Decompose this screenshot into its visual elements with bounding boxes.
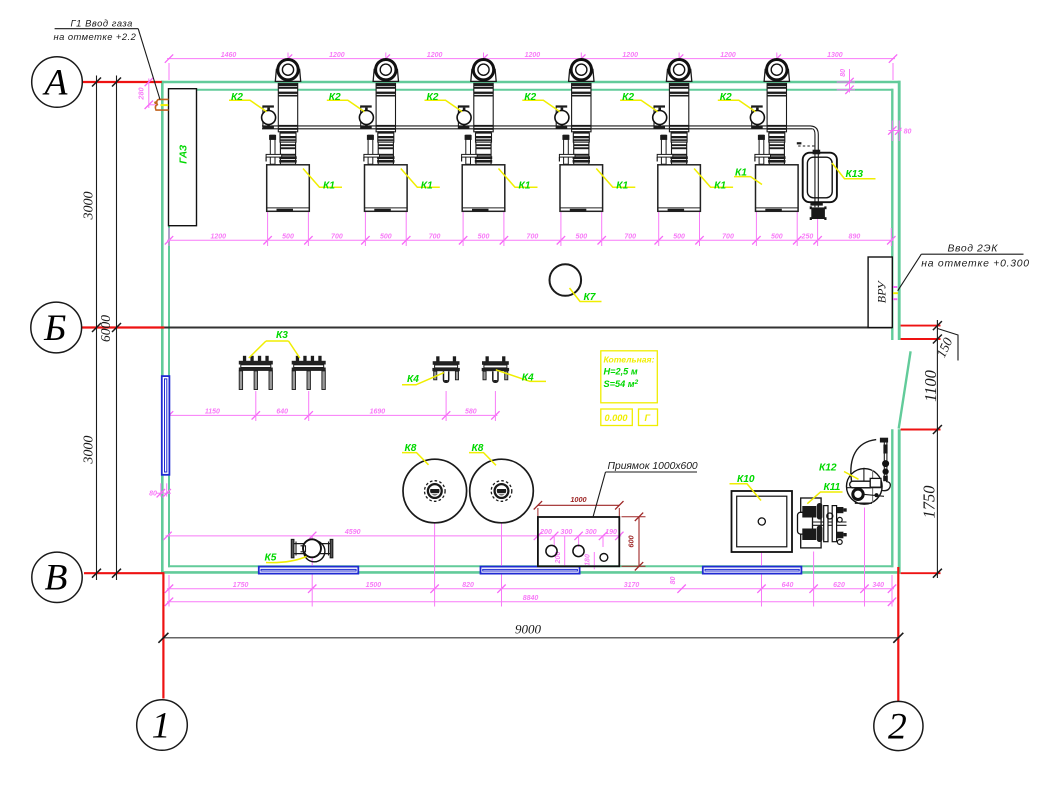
svg-text:К8: К8 <box>405 443 417 454</box>
svg-text:К2: К2 <box>720 92 732 103</box>
svg-text:Б: Б <box>43 308 66 349</box>
svg-text:К1: К1 <box>616 180 628 191</box>
svg-text:1500: 1500 <box>366 582 382 589</box>
svg-text:6000: 6000 <box>98 315 113 342</box>
svg-text:600: 600 <box>627 535 636 547</box>
svg-text:К4: К4 <box>407 374 419 385</box>
svg-text:640: 640 <box>276 409 288 416</box>
svg-text:500: 500 <box>575 234 587 241</box>
svg-text:80: 80 <box>670 577 677 585</box>
svg-text:700: 700 <box>722 234 734 241</box>
svg-text:2: 2 <box>888 706 907 747</box>
svg-text:А: А <box>42 62 69 103</box>
svg-text:К2: К2 <box>622 92 634 103</box>
svg-text:300: 300 <box>561 529 573 536</box>
svg-text:4590: 4590 <box>344 529 361 536</box>
svg-text:620: 620 <box>833 582 845 589</box>
svg-text:3170: 3170 <box>624 582 640 589</box>
svg-text:250: 250 <box>801 234 814 241</box>
svg-text:700: 700 <box>331 234 343 241</box>
svg-text:1750: 1750 <box>920 485 939 519</box>
svg-text:Котельная:: Котельная: <box>604 355 655 365</box>
svg-text:на отметке +0.300: на отметке +0.300 <box>921 258 1030 269</box>
svg-text:1100: 1100 <box>921 369 940 402</box>
svg-text:Н=2,5 м: Н=2,5 м <box>604 367 638 377</box>
svg-text:1200: 1200 <box>427 52 443 59</box>
svg-text:1460: 1460 <box>221 52 237 59</box>
svg-text:К2: К2 <box>427 92 439 103</box>
svg-text:280: 280 <box>137 87 146 100</box>
svg-text:К7: К7 <box>584 292 597 303</box>
svg-text:ГАЗ: ГАЗ <box>179 144 190 163</box>
svg-text:580: 580 <box>465 409 477 416</box>
svg-text:1690: 1690 <box>370 409 386 416</box>
svg-text:9000: 9000 <box>515 622 542 637</box>
svg-text:К3: К3 <box>276 330 288 341</box>
svg-text:200: 200 <box>539 529 552 536</box>
svg-text:80: 80 <box>840 69 847 77</box>
svg-text:К2: К2 <box>329 92 341 103</box>
svg-text:К1: К1 <box>421 180 433 191</box>
svg-text:80: 80 <box>904 129 912 136</box>
svg-text:ВРУ: ВРУ <box>874 279 888 303</box>
svg-text:К1: К1 <box>323 180 335 191</box>
svg-text:700: 700 <box>624 234 636 241</box>
svg-text:К1: К1 <box>519 180 531 191</box>
svg-text:700: 700 <box>429 234 441 241</box>
svg-text:К13: К13 <box>846 169 864 180</box>
svg-text:8840: 8840 <box>523 595 539 602</box>
svg-text:1750: 1750 <box>233 582 249 589</box>
svg-text:1150: 1150 <box>205 409 220 416</box>
svg-text:0.000: 0.000 <box>605 413 629 423</box>
svg-text:К8: К8 <box>472 443 484 454</box>
svg-text:1300: 1300 <box>827 52 843 59</box>
svg-text:1200: 1200 <box>622 52 638 59</box>
svg-text:640: 640 <box>782 582 794 589</box>
svg-text:1000: 1000 <box>570 495 586 504</box>
svg-text:К12: К12 <box>819 463 837 474</box>
svg-text:К2: К2 <box>524 92 536 103</box>
svg-text:К11: К11 <box>824 482 841 493</box>
svg-text:340: 340 <box>872 582 884 589</box>
svg-text:190: 190 <box>605 529 617 536</box>
svg-text:1200: 1200 <box>720 52 736 59</box>
svg-text:1200: 1200 <box>525 52 541 59</box>
svg-text:К2: К2 <box>231 92 243 103</box>
svg-text:500: 500 <box>478 234 490 241</box>
svg-text:3000: 3000 <box>81 436 96 465</box>
svg-text:890: 890 <box>849 234 861 241</box>
svg-text:К1: К1 <box>735 167 747 178</box>
svg-text:500: 500 <box>673 234 685 241</box>
svg-text:500: 500 <box>380 234 392 241</box>
svg-text:500: 500 <box>282 234 294 241</box>
svg-text:К1: К1 <box>714 180 726 191</box>
svg-text:1200: 1200 <box>329 52 345 59</box>
svg-text:К10: К10 <box>737 474 755 485</box>
svg-text:300: 300 <box>585 529 597 536</box>
svg-text:Ввод 2ЭК: Ввод 2ЭК <box>948 244 999 255</box>
svg-text:1: 1 <box>152 705 171 746</box>
svg-text:на отметке +2.2: на отметке +2.2 <box>54 31 137 42</box>
svg-text:К4: К4 <box>522 373 534 384</box>
svg-text:S=54 м2: S=54 м2 <box>604 379 639 389</box>
svg-text:820: 820 <box>462 582 474 589</box>
svg-text:180: 180 <box>584 554 591 566</box>
svg-text:200: 200 <box>555 552 562 565</box>
svg-text:500: 500 <box>771 234 783 241</box>
svg-text:Г1 Ввод газа: Г1 Ввод газа <box>71 17 133 28</box>
svg-text:700: 700 <box>527 234 539 241</box>
svg-text:1200: 1200 <box>211 234 227 241</box>
svg-text:Приямок 1000х600: Приямок 1000х600 <box>608 461 698 472</box>
svg-text:Г: Г <box>645 413 651 423</box>
svg-text:80: 80 <box>149 490 157 497</box>
svg-text:3000: 3000 <box>82 192 97 221</box>
svg-text:В: В <box>45 558 68 599</box>
svg-text:К5: К5 <box>265 553 277 564</box>
